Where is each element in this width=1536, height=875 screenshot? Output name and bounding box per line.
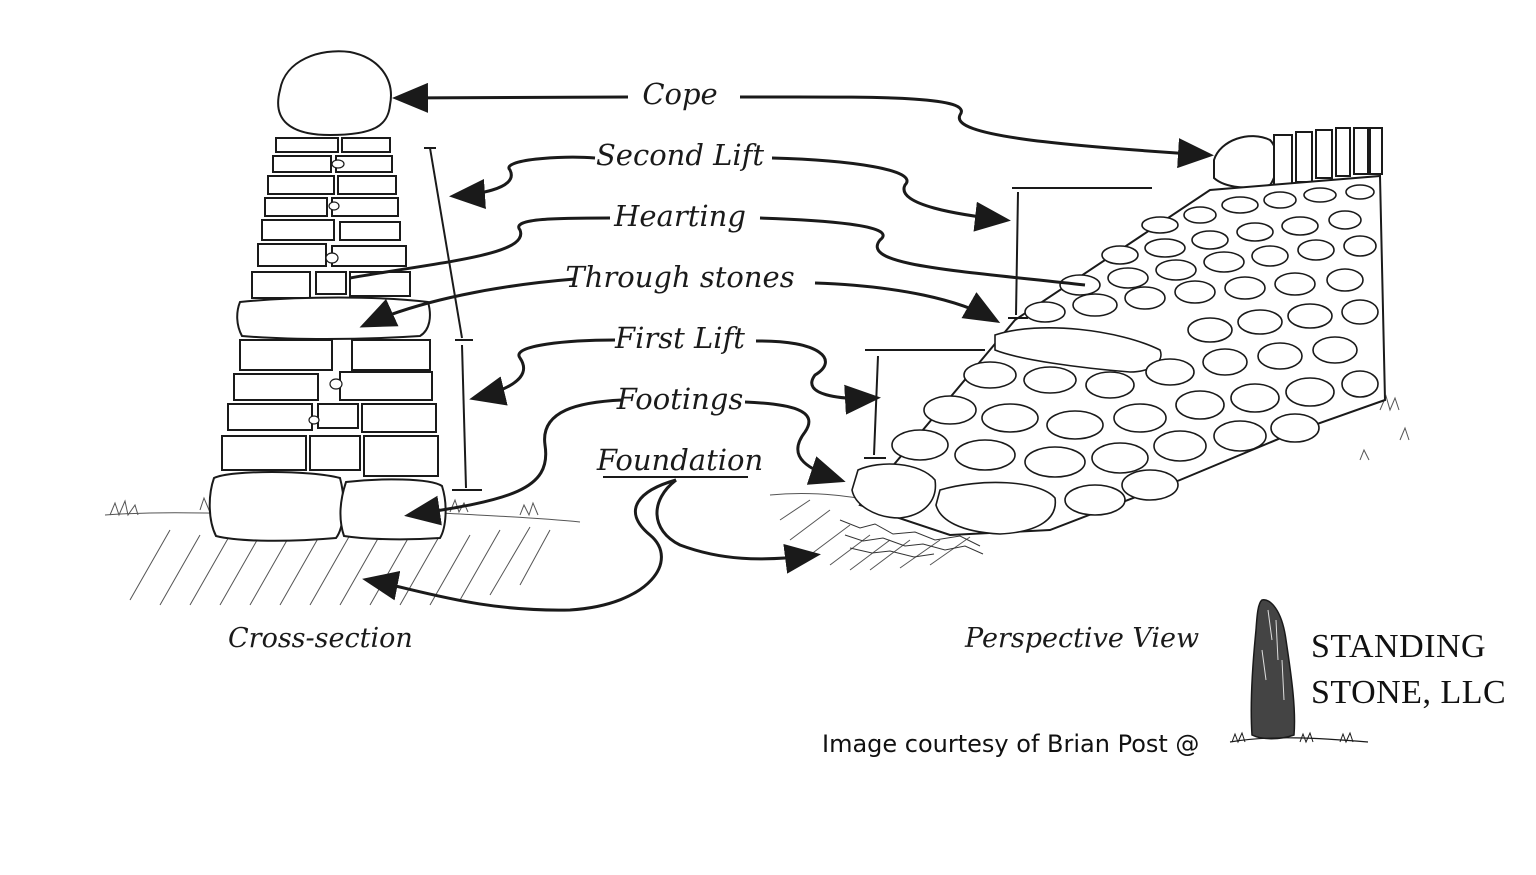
label-cope: Cope xyxy=(642,77,718,111)
label-second-lift: Second Lift xyxy=(595,138,765,172)
perspective-stones xyxy=(851,184,1379,535)
dimension-lines xyxy=(424,147,1152,491)
logo-text-line1: STANDING xyxy=(1311,628,1487,665)
perspective-wall xyxy=(769,127,1410,571)
caption-cross-section: Cross-section xyxy=(228,623,413,654)
standing-stone-logo-icon xyxy=(1229,599,1369,744)
label-hearting: Hearting xyxy=(614,199,746,233)
caption-perspective-view: Perspective View xyxy=(965,623,1200,654)
label-through-stones: Through stones xyxy=(565,260,795,294)
label-foundation: Foundation xyxy=(596,443,764,477)
perspective-cope xyxy=(1213,127,1383,189)
label-first-lift: First Lift xyxy=(615,321,745,355)
foundation-rubble xyxy=(839,519,984,558)
logo-text-line2: STONE, LLC xyxy=(1311,674,1507,711)
leader-lines xyxy=(349,82,1214,612)
cross-section-wall xyxy=(104,50,581,606)
image-credit: Image courtesy of Brian Post @ xyxy=(822,730,1200,758)
label-footings: Footings xyxy=(616,382,744,416)
